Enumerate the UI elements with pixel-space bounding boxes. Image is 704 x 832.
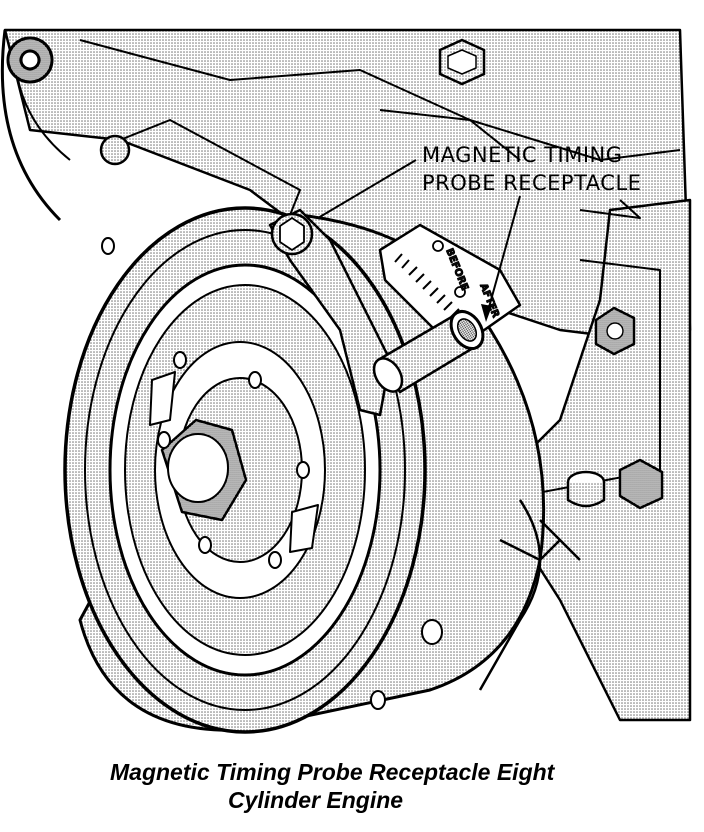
- caption-line1: Magnetic Timing Probe Receptacle Eight: [110, 759, 555, 785]
- engine-mount: [488, 198, 692, 722]
- upper-bolts: [99, 38, 486, 166]
- caption-line2: Cylinder Engine: [228, 787, 404, 813]
- upper-pulley: [0, 29, 71, 222]
- callout: MAGNETIC TIMING PROBE RECEPTACLE: [317, 143, 641, 322]
- lower-assembly: [478, 499, 581, 691]
- figure-caption: Magnetic Timing Probe Receptacle Eight C…: [0, 758, 704, 814]
- leader-arrowhead: [481, 304, 492, 322]
- callout-line2: PROBE RECEPTACLE: [422, 171, 641, 195]
- engine-illustration: BEFORE AFTER MAGNETIC TIMING PROBE RECEP…: [0, 28, 692, 734]
- callout-line1: MAGNETIC TIMING: [422, 143, 623, 167]
- leader-line-lower: [485, 195, 521, 319]
- leader-line-upper: [317, 159, 417, 219]
- timing-bracket: [268, 208, 392, 417]
- probe-receptacle: [372, 309, 485, 394]
